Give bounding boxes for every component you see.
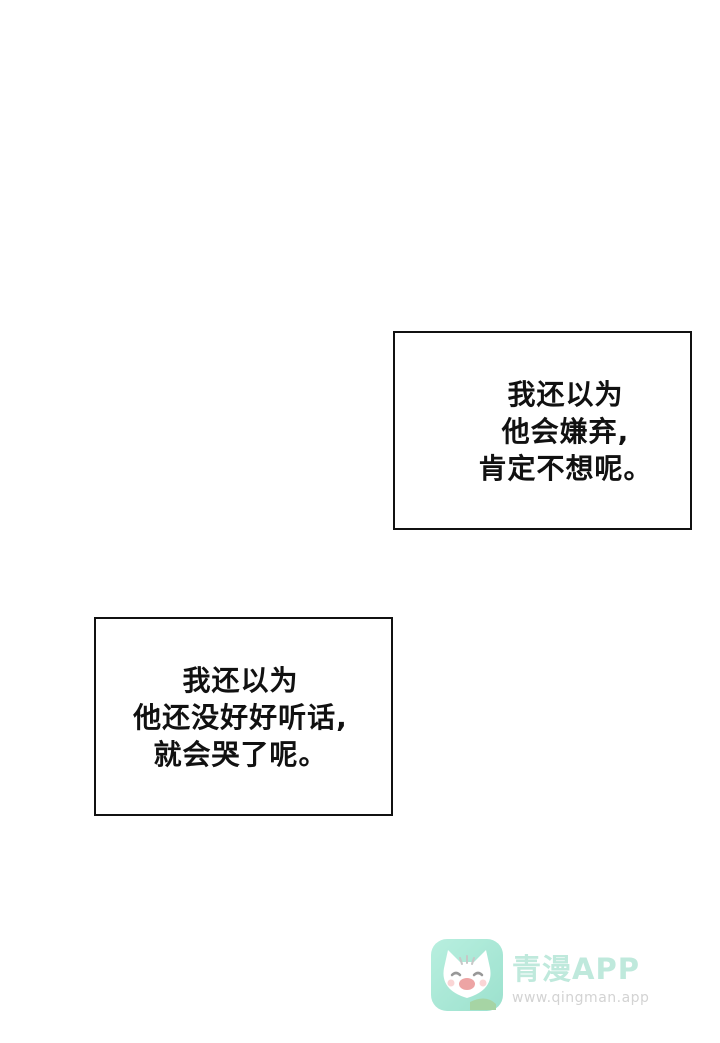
caption-text-1: 我还以为 他会嫌弃, 肯定不想呢。 — [478, 376, 652, 487]
caption-line: 就会哭了呢。 — [153, 738, 328, 771]
caption-line: 他还没好好听话, — [133, 701, 348, 734]
caption-line: 他会嫌弃, — [501, 415, 630, 448]
caption-text-2: 我还以为 他还没好好听话, 就会哭了呢。 — [133, 662, 348, 773]
caption-box-1: 我还以为 他会嫌弃, 肯定不想呢。 — [393, 331, 692, 530]
watermark-url: www.qingman.app — [512, 990, 650, 1006]
cat-face-icon — [431, 939, 503, 1011]
watermark: 青漫APP www.qingman.app — [430, 938, 680, 1014]
caption-line: 我还以为 — [182, 664, 299, 697]
caption-line: 我还以为 — [507, 378, 624, 411]
caption-line: 肯定不想呢。 — [478, 452, 653, 485]
caption-box-2: 我还以为 他还没好好听话, 就会哭了呢。 — [94, 617, 393, 816]
watermark-name: 青漫APP — [512, 952, 640, 986]
